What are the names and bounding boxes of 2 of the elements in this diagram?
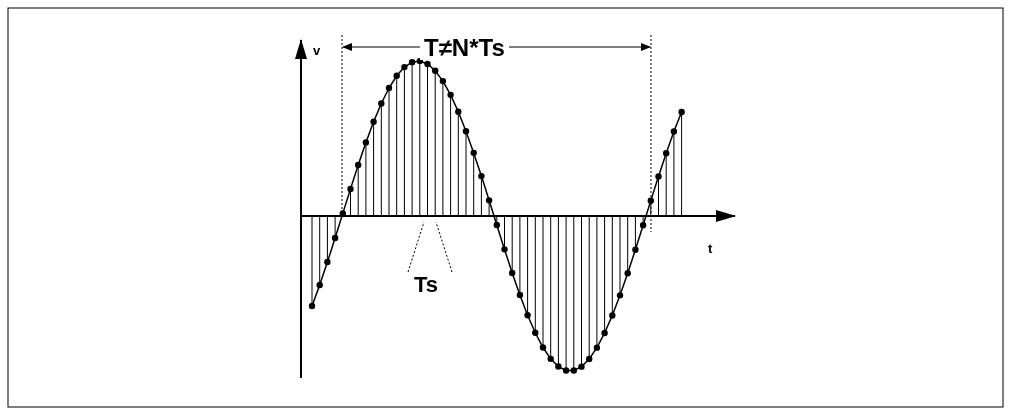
axis-label: t [708, 242, 713, 255]
period-label: T≠N*Ts [420, 36, 509, 60]
